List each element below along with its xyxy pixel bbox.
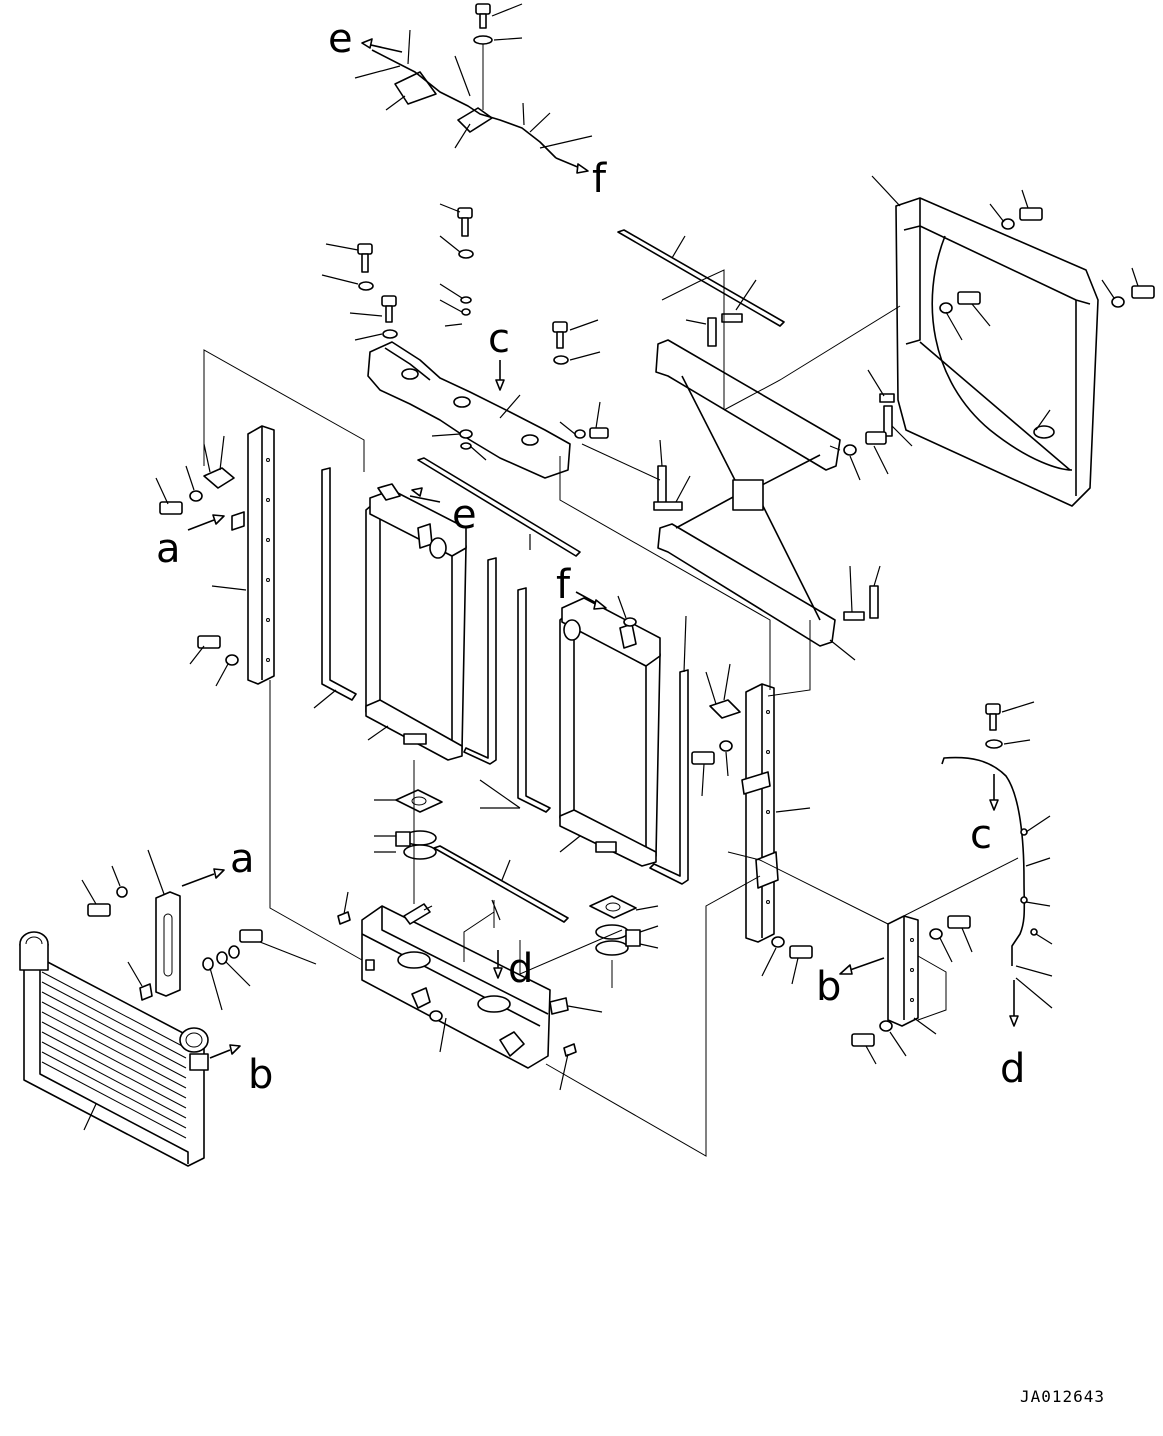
- top-bolt: [473, 3, 523, 110]
- callout-f-top: f: [592, 156, 607, 202]
- lower-bracket: d: [337, 891, 603, 1091]
- callout-e-top: e: [328, 16, 353, 62]
- upper-cross-bracket: c: [367, 316, 571, 479]
- oil-cooler: f: [556, 562, 661, 867]
- callout-d-center: d: [508, 946, 533, 992]
- callout-a-top: a: [156, 526, 181, 572]
- right-harness: c d: [941, 701, 1053, 1092]
- callout-e-center: e: [452, 492, 477, 538]
- right-lower-bracket: b: [816, 915, 973, 1065]
- frame-strut-assembly: [655, 339, 856, 661]
- aftercooler-bracket: a: [81, 836, 317, 1011]
- callout-c-right: c: [970, 812, 992, 858]
- seal-strips: [417, 229, 913, 923]
- l-seals: [313, 467, 689, 885]
- drawing-code: JA012643: [1020, 1387, 1105, 1406]
- top-harness: e f: [328, 16, 607, 202]
- callout-b-right: b: [816, 964, 841, 1010]
- aftercooler: b: [19, 931, 273, 1167]
- right-side-panel: [691, 663, 813, 985]
- fan-shroud: [829, 175, 1155, 507]
- left-side-panel: a: [155, 425, 275, 687]
- callout-c-top: c: [488, 316, 510, 362]
- callout-f-center: f: [556, 562, 571, 608]
- radiator-core: e: [365, 483, 477, 761]
- reference-lines: [203, 269, 1019, 1157]
- upper-bracket-bolts: [321, 203, 609, 461]
- gaskets-and-orings: [374, 760, 659, 956]
- callout-a-side: a: [230, 836, 255, 882]
- callout-b-left: b: [248, 1052, 273, 1098]
- callout-d-right: d: [1000, 1046, 1025, 1092]
